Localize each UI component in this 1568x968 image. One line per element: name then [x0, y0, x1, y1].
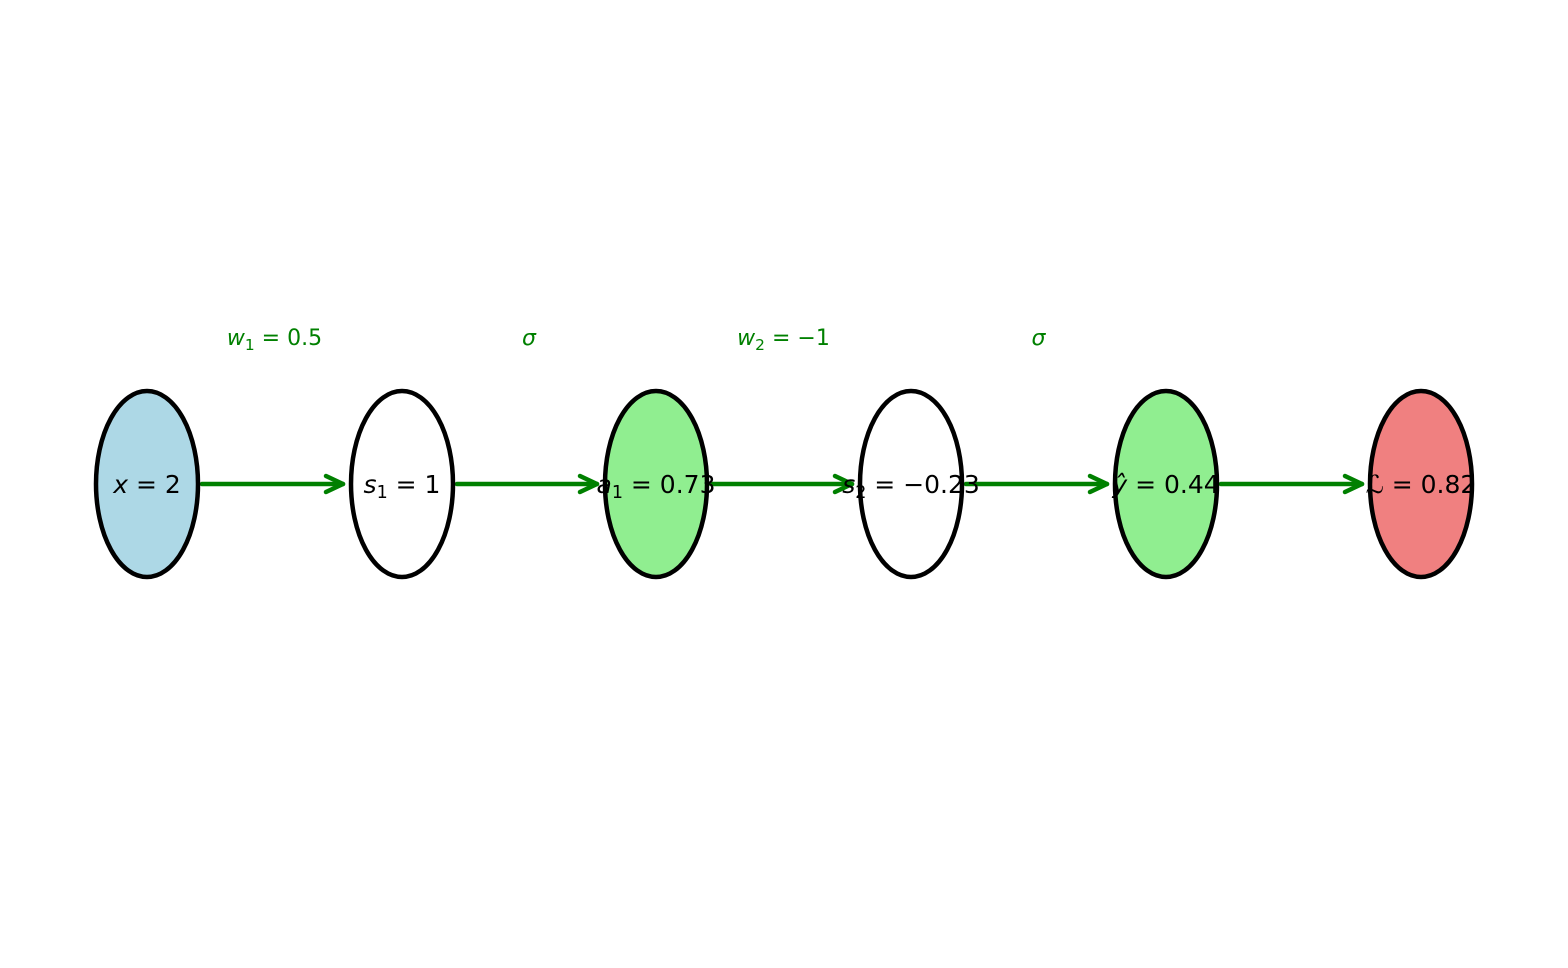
node-label: x = 2	[112, 470, 181, 499]
node-label: s2 = −0.23	[842, 470, 980, 503]
node-label-subscript: 1	[377, 483, 388, 503]
node-ellipse	[1112, 388, 1220, 580]
node-5	[1112, 388, 1220, 580]
arrowhead-icon	[1087, 473, 1110, 495]
node-label-value: = −0.23	[866, 470, 979, 499]
node-4	[857, 388, 965, 580]
node-label-value: = 1	[388, 470, 441, 499]
node-label-value: = 0.44	[1127, 470, 1220, 499]
edge-4: σ	[963, 326, 1110, 495]
node-ellipse	[857, 388, 965, 580]
arrowhead-icon	[577, 473, 600, 495]
node-ellipse	[348, 388, 456, 580]
edge-label-subscript: 1	[245, 336, 255, 354]
node-label: a1 = 0.73	[597, 470, 716, 503]
edge-1: w1 = 0.5	[199, 326, 346, 495]
node-label-value: = 0.82	[1384, 470, 1477, 499]
node-label-var: x	[112, 470, 128, 499]
node-3	[602, 388, 710, 580]
node-label-subscript: 2	[855, 483, 866, 503]
node-label-var: s	[364, 470, 377, 499]
edge-3: w2 = −1	[708, 326, 855, 495]
node-ellipse	[93, 388, 201, 580]
node-2	[348, 388, 456, 580]
edge-label-var: w	[737, 326, 756, 351]
edge-label-subscript: 2	[755, 336, 765, 354]
node-label: ŷ = 0.44	[1111, 470, 1219, 499]
edge-label-value: = −1	[765, 326, 830, 351]
node-label-var: s	[842, 470, 855, 499]
arrowhead-icon	[323, 473, 346, 495]
edge-label-value: = 0.5	[255, 326, 322, 351]
node-ellipse	[602, 388, 710, 580]
edge-label-var: σ	[522, 326, 537, 351]
arrowhead-icon	[832, 473, 855, 495]
edge-2: σ	[454, 326, 600, 495]
edge-label: w1 = 0.5	[227, 326, 322, 354]
node-label-value: = 0.73	[623, 470, 716, 499]
node-label-value: = 2	[128, 470, 181, 499]
edge-5	[1218, 473, 1365, 495]
arrowhead-icon	[1342, 473, 1365, 495]
node-label-var: a	[597, 470, 612, 499]
edge-label: σ	[522, 326, 537, 351]
node-label-var: ŷ	[1111, 470, 1128, 499]
edge-label: σ	[1032, 326, 1047, 351]
node-ellipse	[1367, 388, 1475, 580]
edge-label-var: w	[227, 326, 246, 351]
edge-label-var: σ	[1032, 326, 1047, 351]
node-1	[93, 388, 201, 580]
node-label-subscript: 1	[612, 483, 623, 503]
edge-label: w2 = −1	[737, 326, 830, 354]
node-label-var: ℒ	[1366, 470, 1384, 499]
node-label: ℒ = 0.82	[1366, 470, 1477, 499]
node-6	[1367, 388, 1475, 580]
node-label: s1 = 1	[364, 470, 441, 503]
